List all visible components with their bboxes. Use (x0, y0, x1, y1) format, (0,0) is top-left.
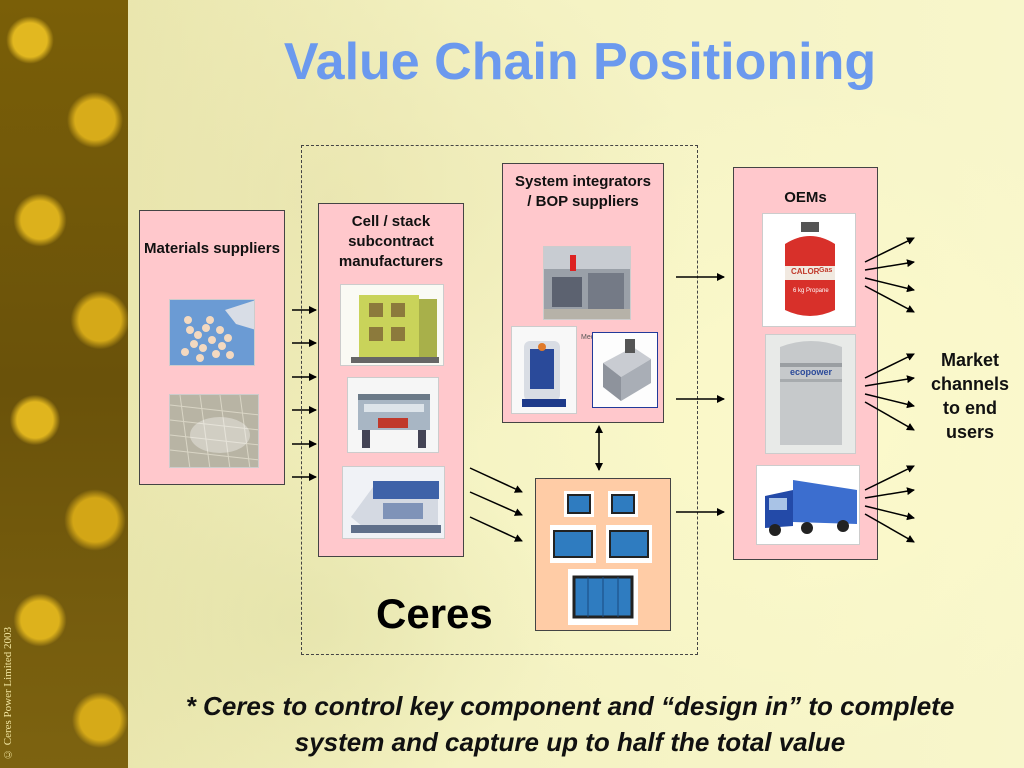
stack-medium-1 (550, 525, 596, 563)
cell-stack-manufacturers-label: Cell / stack subcontract manufacturers (338, 213, 444, 270)
ecopower-brand-text: ecopower (790, 367, 833, 377)
oems-label: OEMs (784, 189, 827, 206)
system-integrators-box: System integrators / BOP suppliers Mec (502, 163, 664, 423)
arrow-market-2c (864, 393, 915, 409)
ceres-label: Ceres (376, 590, 493, 637)
materials-suppliers-label: Materials suppliers (144, 240, 280, 257)
cylinder-brand-text: CALOR (791, 267, 820, 276)
arrow-market-3b (864, 487, 915, 499)
arrow-cell-ceres-2 (469, 491, 523, 516)
fuel-cell-stacks-graphic (550, 491, 652, 625)
laser-cutter-photo (342, 466, 445, 539)
mesh-photo (169, 394, 259, 468)
oems-box: OEMs CALOR Gas 6 kg Propane ecopower (733, 167, 878, 560)
market-channels-label: Market channels to end users (930, 350, 1010, 442)
factory-photo (543, 246, 631, 320)
arrow-cell-ceres-3 (469, 516, 523, 542)
materials-suppliers-box: Materials suppliers (139, 210, 285, 485)
ceres-product-box (535, 478, 671, 631)
footnote: * Ceres to control key component and “de… (185, 691, 955, 757)
boiler-unit-photo (511, 326, 577, 414)
ecopower-unit-photo: ecopower (765, 334, 856, 454)
pellets-photo (169, 299, 255, 366)
gas-cylinder-photo: CALOR Gas 6 kg Propane (762, 213, 856, 327)
arrow-market-1b (864, 259, 915, 271)
arrow-market-1d (864, 285, 915, 313)
arrow-market-2b (864, 375, 915, 387)
device-small-label: Mec (581, 334, 595, 341)
arrow-market-3a (864, 465, 915, 491)
arrow-market-2a (864, 353, 915, 379)
arrow-market-2d (864, 401, 915, 431)
arrow-market-1c (864, 277, 915, 293)
stack-small-2 (608, 491, 638, 517)
slide-title: Value Chain Positioning (283, 33, 877, 91)
system-integrators-label: System integrators / BOP suppliers (515, 173, 651, 210)
stack-medium-2 (606, 525, 652, 563)
decorative-side-strip (0, 0, 128, 768)
arrow-market-3d (864, 513, 915, 543)
coating-machine-photo (347, 377, 439, 453)
truck-photo (756, 465, 860, 545)
arrow-cell-ceres-1 (469, 467, 523, 493)
stack-large (568, 569, 638, 625)
cell-stack-manufacturers-box: Cell / stack subcontract manufacturers (318, 203, 464, 557)
cylinder-caption: 6 kg Propane (793, 288, 829, 294)
cylinder-brand-suffix: Gas (819, 267, 833, 274)
ceres-scope-boundary (301, 145, 698, 655)
printing-press-photo (340, 284, 444, 366)
arrow-market-3c (864, 505, 915, 521)
stack-small-1 (564, 491, 594, 517)
fuel-cell-module-photo (592, 332, 658, 408)
arrow-market-1a (864, 237, 915, 263)
